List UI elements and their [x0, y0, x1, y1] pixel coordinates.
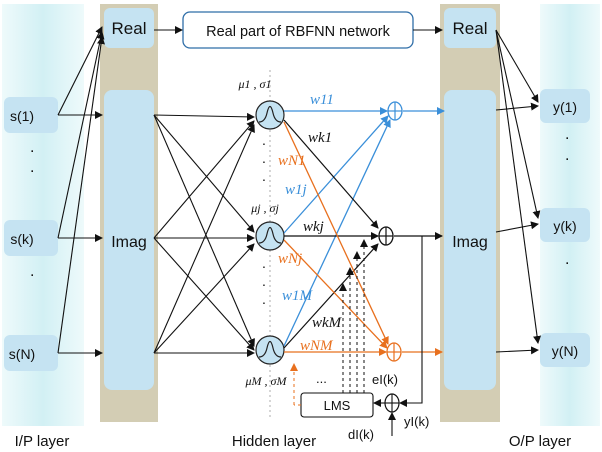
hidden-dot: . [262, 291, 266, 307]
neuron-1-params: μ1 , σ1 [238, 77, 272, 91]
output-node-1: y(1) [540, 89, 590, 123]
output-imag-signal-label: yI(k) [404, 414, 429, 429]
orange-weight-connections [283, 121, 443, 356]
input-label-1: s(1) [10, 108, 34, 124]
output-layer-label: O/P layer [509, 433, 571, 450]
weight-label-w1M: w1M [282, 288, 314, 304]
sum-node-bottom [386, 342, 402, 362]
imag-input-label: Imag [111, 234, 147, 251]
output-node-k: y(k) [540, 208, 590, 242]
imag-to-hidden-connections [153, 112, 255, 357]
hidden-dot: . [262, 132, 266, 148]
hidden-dot: . [262, 273, 266, 289]
input-dot: . [30, 159, 34, 176]
output-node-N: y(N) [540, 333, 590, 367]
output-connections [495, 29, 542, 355]
real-output-block [444, 8, 496, 48]
rbfnn-real-part-label: Real part of RBFNN network [206, 24, 390, 40]
hidden-neuron-1 [255, 100, 285, 130]
neuron-M-params: μM , σM [245, 374, 288, 388]
weight-label-wkM: wkM [312, 315, 343, 331]
error-summation-node [384, 393, 400, 413]
hidden-neuron-M [255, 335, 285, 365]
imag-output-label: Imag [452, 234, 488, 251]
input-dot: . [30, 139, 34, 156]
hidden-dot: . [262, 150, 266, 166]
weight-label-w1j: w1j [285, 182, 307, 198]
black-weight-connections [283, 119, 443, 349]
hidden-dot: . [262, 168, 266, 184]
imag-input-block [104, 90, 154, 390]
hidden-dot: . [262, 255, 266, 271]
imag-output-block [444, 90, 496, 390]
output-label-1: y(1) [553, 99, 577, 115]
input-node-1: s(1) [4, 97, 58, 133]
output-dot: . [565, 251, 569, 268]
input-dot: . [30, 263, 34, 280]
lms-label: LMS [324, 398, 351, 413]
input-label-N: s(N) [9, 346, 35, 362]
blue-weight-connections [283, 107, 445, 347]
weight-label-wNj: wNj [278, 251, 302, 267]
output-label-N: y(N) [552, 343, 578, 359]
lms-update-dashed-lines [339, 239, 368, 393]
input-layer-label: I/P layer [15, 433, 70, 450]
ellipsis-label: ... [316, 371, 327, 386]
hidden-neuron-j [255, 221, 285, 251]
neuron-j-params: μj , σj [250, 201, 279, 215]
input-connections [57, 26, 105, 357]
weight-label-wN1: wN1 [278, 153, 306, 169]
real-output-label: Real [453, 19, 488, 38]
output-label-k: y(k) [553, 218, 576, 234]
sum-node-real-top [387, 101, 403, 121]
weight-label-w11: w11 [310, 92, 334, 108]
error-signal-label: eI(k) [372, 372, 398, 387]
sum-node-middle [378, 226, 394, 246]
weight-label-wk1: wk1 [308, 130, 332, 146]
input-node-k: s(k) [4, 220, 58, 256]
output-dot: . [565, 126, 569, 143]
input-label-k: s(k) [10, 231, 33, 247]
real-input-label: Real [112, 19, 147, 38]
weight-label-wNM: wNM [300, 338, 334, 354]
feedback-connections [373, 236, 423, 436]
output-dot: . [565, 147, 569, 164]
real-input-block [104, 8, 154, 48]
desired-signal-label: dI(k) [348, 427, 374, 442]
weight-label-wkj: wkj [303, 219, 324, 235]
input-node-N: s(N) [4, 335, 58, 371]
hidden-layer-label: Hidden layer [232, 433, 316, 450]
